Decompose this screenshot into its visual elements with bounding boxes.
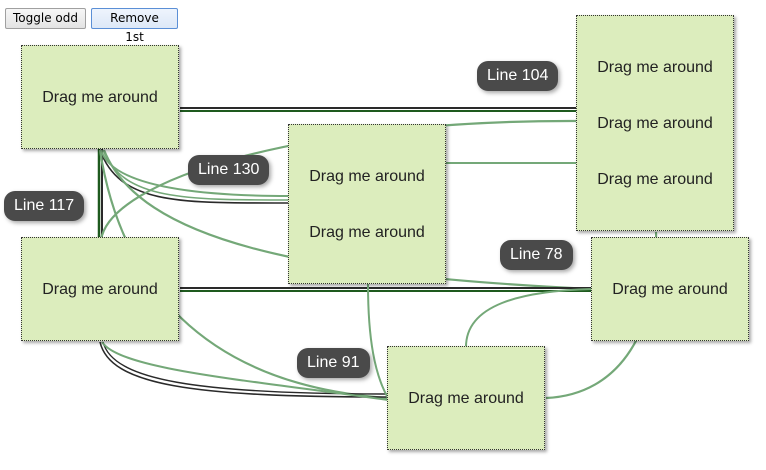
connector-line-91[interactable] <box>99 341 389 401</box>
drag-box-6[interactable]: Drag me around <box>387 346 545 450</box>
line-label-78: Line 78 <box>500 240 573 270</box>
drag-box-2[interactable]: Drag me around Drag me around <box>288 124 446 284</box>
box-label: Drag me around <box>42 89 158 106</box>
box-label: Drag me around <box>612 281 728 298</box>
drag-box-3[interactable]: Drag me around Drag me around Drag me ar… <box>576 15 734 231</box>
drag-box-1[interactable]: Drag me around <box>21 45 179 149</box>
box-label: Drag me around <box>597 171 713 188</box>
remove-first-button[interactable]: Remove 1st <box>91 8 178 44</box>
connector-curve-a[interactable] <box>98 149 389 400</box>
box-label: Drag me around <box>408 390 524 407</box>
box-label: Drag me around <box>597 115 713 132</box>
line-label-130: Line 130 <box>188 155 270 185</box>
box-label: Drag me around <box>309 224 425 241</box>
connector-line-104[interactable] <box>180 107 577 112</box>
line-label-104: Line 104 <box>477 61 559 91</box>
connector-curve-b[interactable] <box>102 149 593 291</box>
box-label: Drag me around <box>597 59 713 76</box>
box-label: Drag me around <box>309 168 425 185</box>
connector-middle-to-bottom[interactable] <box>367 283 389 399</box>
drag-box-5[interactable]: Drag me around <box>591 237 749 341</box>
line-label-91: Line 91 <box>297 348 370 378</box>
box-label: Drag me around <box>42 281 158 298</box>
connector-bottom-to-right[interactable] <box>465 288 593 348</box>
line-label-117: Line 117 <box>4 191 85 221</box>
toggle-odd-button[interactable]: Toggle odd <box>5 8 86 29</box>
connector-line-78[interactable] <box>180 287 592 292</box>
drag-box-4[interactable]: Drag me around <box>21 237 179 341</box>
